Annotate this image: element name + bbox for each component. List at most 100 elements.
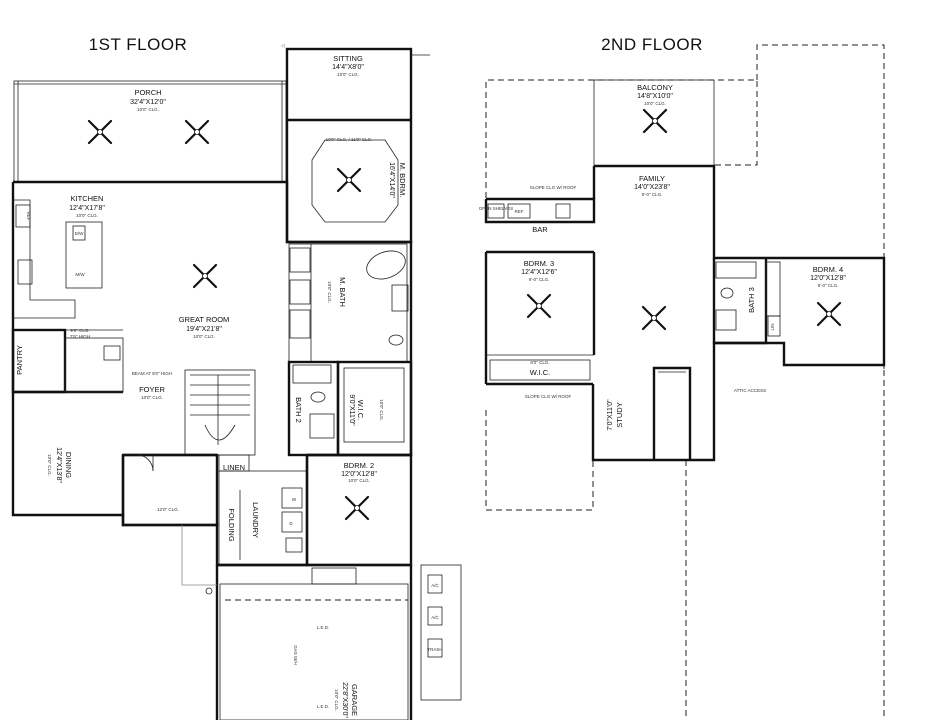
room-ceiling-great-room: 10'0" CLG. xyxy=(193,334,215,339)
room-dims-bedroom-2: 12'0"X12'8" xyxy=(341,471,377,478)
toilet-icon xyxy=(388,334,404,346)
room-name-balcony: BALCONY xyxy=(637,83,673,92)
ceiling-fan-icon xyxy=(642,108,668,134)
room-name-garage: GARAGE xyxy=(350,684,359,716)
attic-access-label: ATTIC ACCESS xyxy=(734,388,766,393)
mechanical-label: GAS W/H xyxy=(293,645,298,665)
upper-core-outline xyxy=(591,164,886,462)
first-floor-plan: ◁ xyxy=(11,43,462,720)
room-dims-family: 14'0"X23'8" xyxy=(634,184,670,191)
room-ceiling-family: 9'-0" CLG. xyxy=(642,192,663,197)
room-name-porch: PORCH xyxy=(134,88,161,97)
ceiling-fan-icon xyxy=(816,301,842,327)
room-ceiling-bedroom-3: 9'-0" CLG. xyxy=(529,277,550,282)
room-dims-great-room: 19'4"X21'8" xyxy=(186,326,222,333)
bar-ref-label: REF xyxy=(515,209,524,214)
room-ceiling-balcony: 10'0" CLG. xyxy=(644,101,666,106)
staircase xyxy=(190,374,250,445)
room-ceiling-master-bedroom: 10'0" CLG. / 11'0" CLG. xyxy=(326,137,373,142)
ceiling-fan-icon xyxy=(344,495,370,521)
ceiling-fan-icon xyxy=(526,293,552,319)
ac-unit-label-2: A/C xyxy=(431,615,439,620)
room-ceiling-master-wic: 10'0" CLG. xyxy=(379,399,384,421)
room-name-bar: BAR xyxy=(532,225,548,234)
room-dims-porch: 32'4"X12'0" xyxy=(130,99,166,106)
bathtub-icon xyxy=(366,250,406,280)
room-ceiling-kitchen: 10'0" CLG. xyxy=(76,213,98,218)
master-bath-walls xyxy=(288,243,408,363)
room-name-sitting: SITTING xyxy=(333,54,363,63)
roof-outline-west xyxy=(485,79,758,198)
room-ceiling-foyer: 10'0" CLG. xyxy=(141,395,163,400)
beam-note: BEAM AT 9'0" HIGH xyxy=(132,371,172,376)
pantry-height: 7'6" HIGH xyxy=(70,334,90,339)
room-name-kitchen: KITCHEN xyxy=(71,194,104,203)
ceiling-fan-icon xyxy=(184,119,210,145)
corner-marker: ◁ xyxy=(281,43,285,48)
room-name-bath-2: BATH 2 xyxy=(294,397,303,423)
roof-outline-east xyxy=(756,44,885,370)
washer-label: W xyxy=(292,497,297,502)
master-suite-outline xyxy=(285,47,413,244)
room-name-study: STUDY xyxy=(615,402,624,427)
room-ceiling-garage: 10'0" CLG. xyxy=(334,689,339,711)
open-shelves-label: OPEN SHELVES xyxy=(479,206,513,211)
garage-led-label-2: L.E.D. xyxy=(317,704,330,709)
room-dims-sitting: 14'4"X8'0" xyxy=(332,64,364,71)
room-name-linen: LINEN xyxy=(223,463,245,472)
pantry-ceiling: 9'0" CLG. xyxy=(70,328,89,333)
linen-label: LIN xyxy=(770,323,775,330)
foyer-extension xyxy=(121,453,219,527)
room-dims-master-bedroom: 16'4"X14'0" xyxy=(388,162,395,198)
microwave-label: M/W xyxy=(75,272,85,277)
ac-unit-label-1: A/C xyxy=(431,583,439,588)
kitchen-island xyxy=(65,221,103,289)
kitchen-counter xyxy=(13,199,76,319)
second-floor-labels: BALCONY 14'8"X10'0" 10'0" CLG. FAMILY 14… xyxy=(479,83,847,431)
kitchen-ref-label: REF xyxy=(26,212,31,221)
room-name-folding: FOLDING xyxy=(227,508,236,542)
room-name-bedroom-3: BDRM. 3 xyxy=(524,259,554,268)
room-dims-bedroom-4: 12'0"X12'8" xyxy=(810,275,846,282)
ceiling-fan-icon xyxy=(336,167,362,193)
room-ceiling-bedroom-4: 9'-0" CLG. xyxy=(818,283,839,288)
room-ceiling-master-bath: 10'0" CLG. xyxy=(327,281,332,303)
trash-label: TRASH xyxy=(427,647,442,652)
room-name-pantry: PANTRY xyxy=(15,345,24,375)
ceiling-fan-icon xyxy=(641,305,667,331)
room-dims-master-wic: 9'0"X11'0" xyxy=(348,394,355,426)
room-ceiling-porch: 10'0" CLG. xyxy=(137,107,159,112)
room-ceiling-sitting: 10'0" CLG. xyxy=(337,72,359,77)
exterior-equipment-pad xyxy=(420,564,462,701)
stair-hall xyxy=(184,369,256,456)
ceiling-fan-icons xyxy=(87,108,842,521)
room-name-great-room: GREAT ROOM xyxy=(179,315,230,324)
room-dims-kitchen: 12'4"X17'8" xyxy=(69,205,105,212)
room-dims-study: 7'0"X11'0" xyxy=(607,399,614,431)
room-ceiling-dining: 10'0" CLG. xyxy=(47,454,52,476)
tray-ceiling-outline xyxy=(311,139,399,223)
room-name-family: FAMILY xyxy=(639,174,665,183)
slope-ceiling-note-lower: SLOPE CLG W/ ROOF xyxy=(525,394,572,399)
room-dims-dining: 12'4"X13'8" xyxy=(55,447,62,483)
room-name-bath-3: BATH 3 xyxy=(747,287,756,313)
room-dims-garage: 22'8"X30'0" xyxy=(341,682,348,718)
room-ceiling-upper-wic: 8'0" CLG. xyxy=(530,360,549,365)
first-floor-labels: PORCH 32'4"X12'0" 10'0" CLG. SITTING 14'… xyxy=(15,54,443,718)
second-floor-title: 2ND FLOOR xyxy=(601,35,703,54)
room-name-laundry: LAUNDRY xyxy=(251,502,260,538)
dryer-label: D xyxy=(289,521,293,526)
ceiling-fan-icon xyxy=(87,119,113,145)
room-name-upper-wic: W.I.C. xyxy=(530,368,550,377)
room-dims-bedroom-3: 12'4"X12'6" xyxy=(521,269,557,276)
room-name-bedroom-2: BDRM. 2 xyxy=(344,461,374,470)
slope-ceiling-note-upper: SLOPE CLG W/ ROOF xyxy=(530,185,577,190)
first-floor-title: 1ST FLOOR xyxy=(89,35,188,54)
second-floor-plan xyxy=(484,44,886,720)
room-name-master-bedroom: M. BDRM. xyxy=(398,163,407,198)
room-dims-balcony: 14'8"X10'0" xyxy=(637,93,673,100)
room-name-dining: DINING xyxy=(64,452,73,478)
dishwasher-label: D/W xyxy=(75,231,85,236)
room-ceiling-bedroom-2: 10'0" CLG. xyxy=(348,478,370,483)
